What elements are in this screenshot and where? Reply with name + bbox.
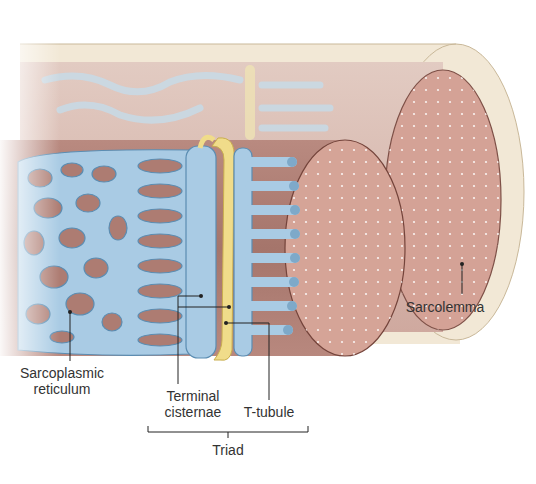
tube bbox=[250, 205, 295, 215]
leader-dot bbox=[199, 294, 203, 298]
leader-dot bbox=[227, 305, 231, 309]
mesh-hole bbox=[84, 258, 108, 278]
triad-bracket bbox=[148, 426, 308, 432]
structure-label: Sarcoplasmic reticulum bbox=[12, 365, 112, 397]
mesh-hole bbox=[102, 313, 122, 331]
mesh-hole bbox=[92, 166, 116, 182]
tube-end bbox=[287, 157, 297, 167]
faded-reticulum bbox=[45, 70, 330, 135]
terminal-cisterna bbox=[234, 148, 252, 356]
tube-end bbox=[289, 277, 299, 287]
tube-gap bbox=[138, 334, 182, 346]
mesh-hole bbox=[76, 194, 100, 212]
terminal-cisterna bbox=[186, 146, 216, 358]
faded-tube bbox=[60, 105, 200, 120]
tube-end bbox=[283, 325, 293, 335]
group-label: Triad bbox=[188, 442, 268, 458]
tube-gap bbox=[138, 159, 182, 173]
leader-dot bbox=[224, 321, 228, 325]
tube-gap bbox=[138, 234, 182, 248]
faded-tube bbox=[45, 75, 240, 91]
triad-bracket-tick bbox=[228, 432, 229, 438]
structure-label: Sarcolemma bbox=[390, 299, 500, 315]
t-tubule bbox=[212, 138, 234, 360]
tube-end bbox=[287, 301, 297, 311]
tube-gap bbox=[138, 209, 182, 223]
mesh-hole bbox=[61, 163, 83, 177]
myofilament-dots bbox=[385, 70, 501, 330]
front-myofibril-end bbox=[285, 140, 405, 356]
tube-gap bbox=[138, 259, 182, 273]
leader-dots bbox=[68, 262, 464, 325]
faded-t-tubule bbox=[245, 70, 255, 135]
tube bbox=[250, 277, 294, 287]
tube-ends bbox=[283, 157, 300, 335]
leader-dot bbox=[460, 262, 464, 266]
tube bbox=[250, 301, 292, 311]
mesh-hole bbox=[66, 293, 94, 315]
leader-lines bbox=[70, 264, 462, 438]
tube bbox=[250, 253, 295, 263]
tube-gap bbox=[138, 184, 182, 198]
leader-line bbox=[462, 264, 463, 294]
sarcolemma-edge bbox=[20, 44, 456, 45]
leader-line bbox=[226, 323, 269, 400]
tube bbox=[250, 157, 292, 167]
leader-line bbox=[70, 312, 71, 361]
tube bbox=[250, 229, 295, 239]
tube-end bbox=[290, 205, 300, 215]
mesh-hole bbox=[109, 216, 127, 240]
tube-gap bbox=[138, 309, 182, 323]
tube-gap bbox=[138, 284, 182, 298]
tube-end bbox=[289, 181, 299, 191]
leader-line bbox=[178, 296, 201, 384]
leader-line bbox=[178, 307, 229, 308]
structure-label: Terminal cisternae bbox=[153, 388, 233, 420]
tube-end bbox=[290, 229, 300, 239]
leader-dot bbox=[68, 310, 72, 314]
tube-end bbox=[290, 253, 300, 263]
structure-label: T-tubule bbox=[229, 404, 309, 420]
mesh-hole bbox=[59, 228, 85, 248]
faded-tube bbox=[262, 85, 330, 128]
sarcoplasmic-reticulum bbox=[18, 137, 300, 360]
t-tubule-branch bbox=[200, 137, 214, 148]
tube bbox=[250, 181, 294, 191]
myofilament-dots bbox=[285, 140, 405, 356]
left-fade bbox=[0, 40, 60, 370]
back-myofibril-end bbox=[385, 70, 501, 330]
